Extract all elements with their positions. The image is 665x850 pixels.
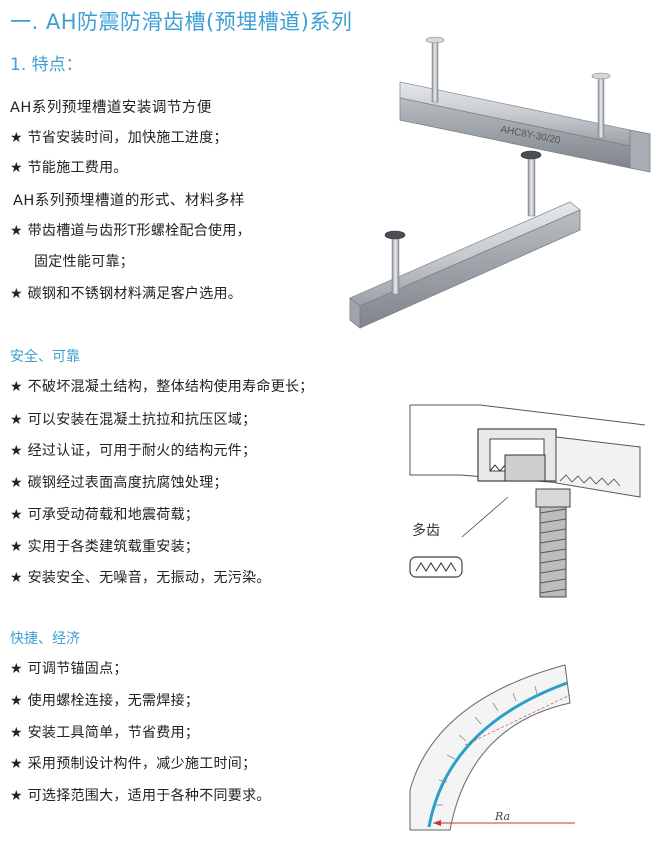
radius-label: Ra [494,810,510,823]
section-subtitle: 1. 特点： [10,55,83,75]
economy-title: 快捷、经济 [10,631,80,647]
economy-item: ★ 可选择范围大，适用于各种不同要求。 [10,788,271,804]
economy-item: ★ 安装工具简单，节省费用； [10,725,200,741]
feature-item-continued: 固定性能可靠； [34,254,135,270]
product-channel-illustration: AHC8Y-30/20 [349,36,651,329]
feature-heading-1: AH系列预埋槽道安装调节方便 [10,100,212,116]
feature-item: ★ 节能施工费用。 [10,160,128,176]
curved-channel-diagram: Ra [409,664,575,831]
callout-label: 多齿 [412,522,440,539]
safety-item: ★ 不破坏混凝土结构，整体结构使用寿命更长； [10,379,314,395]
feature-item: ★ 碳钢和不锈钢材料满足客户选用。 [10,286,243,302]
safety-item: ★ 可承受动荷载和地震荷载； [10,507,200,523]
feature-item: ★ 节省安装时间，加快施工进度； [10,130,228,146]
economy-item: ★ 可调节锚固点； [10,661,128,677]
economy-item: ★ 使用螺栓连接，无需焊接； [10,693,200,709]
economy-item: ★ 采用预制设计构件，减少施工时间； [10,756,257,772]
cross-section-diagram: 多齿 [409,404,646,598]
safety-item: ★ 可以安装在混凝土抗拉和抗压区域； [10,412,257,428]
feature-item: ★ 带齿槽道与齿形T形螺栓配合使用， [10,223,251,239]
page-title: 一. AH防震防滑齿槽(预埋槽道)系列 [10,10,353,34]
safety-title: 安全、可靠 [10,349,80,365]
safety-item: ★ 经过认证，可用于耐火的结构元件； [10,443,257,459]
safety-item: ★ 安装安全、无噪音，无振动，无污染。 [10,570,271,586]
feature-heading-2: AH系列预埋槽道的形式、材料多样 [13,193,245,209]
safety-item: ★ 碳钢经过表面高度抗腐蚀处理； [10,475,228,491]
safety-item: ★ 实用于各类建筑载重安装； [10,539,200,555]
